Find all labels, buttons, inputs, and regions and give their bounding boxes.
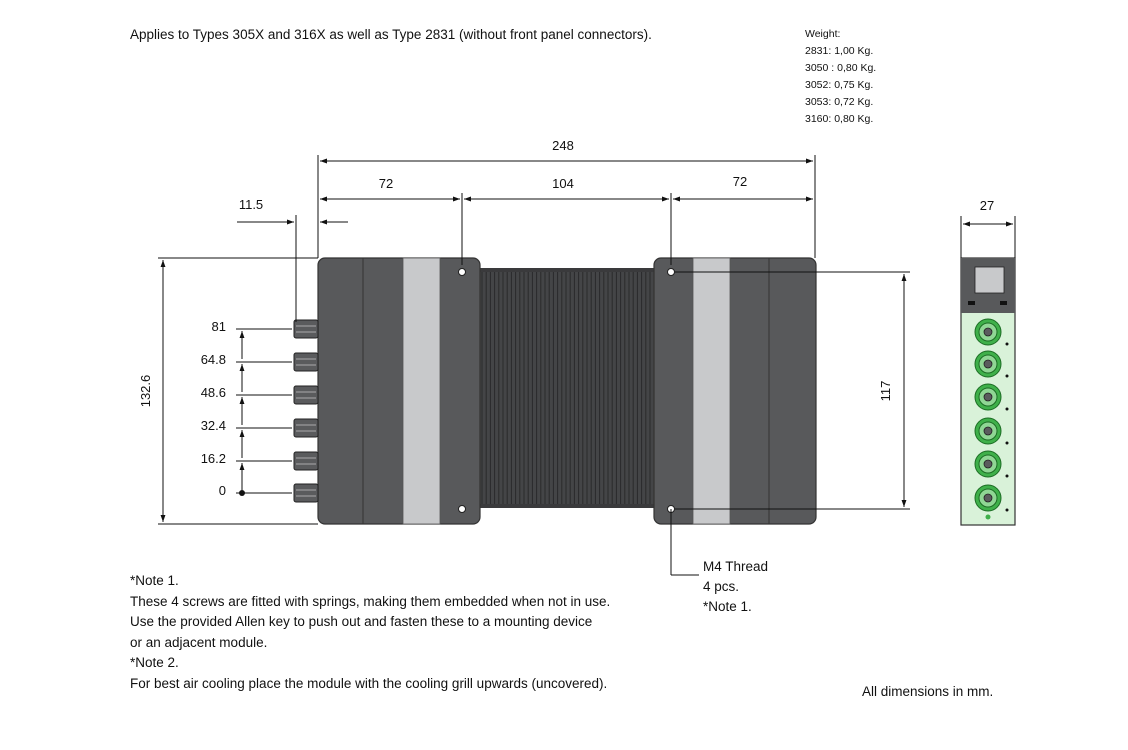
connector-body xyxy=(293,418,319,438)
position-label: 32.4 xyxy=(201,418,226,433)
left-light-panel xyxy=(402,257,441,525)
connector-body xyxy=(293,451,319,471)
units-note: All dimensions in mm. xyxy=(862,684,994,699)
grill-top-edge xyxy=(478,268,654,272)
connector-pin xyxy=(983,426,993,436)
side-width-dimension xyxy=(960,216,1016,258)
side-connectors xyxy=(974,318,1009,512)
connector-body xyxy=(293,319,319,339)
callout-line: *Note 1. xyxy=(703,599,752,614)
connector-indicator xyxy=(1005,474,1009,478)
callout-line: M4 Thread xyxy=(703,559,769,574)
side-connector xyxy=(974,383,1009,411)
dim-label-27: 27 xyxy=(980,198,994,213)
dim-label-248: 248 xyxy=(552,138,574,153)
connector-body xyxy=(293,483,319,503)
side-display-window xyxy=(974,266,1005,294)
weight-line: 3053: 0,72 Kg. xyxy=(805,96,874,108)
connector-indicator xyxy=(1005,342,1009,346)
callout-line: 4 pcs. xyxy=(703,579,740,594)
weight-title: Weight: xyxy=(805,28,841,40)
connector-position-chain xyxy=(236,328,292,496)
dim-label-117: 117 xyxy=(878,381,893,402)
connector-body xyxy=(293,385,319,405)
note-line: *Note 2. xyxy=(130,655,179,670)
side-connector xyxy=(974,450,1009,478)
right-top-screw xyxy=(667,268,675,276)
position-label: 48.6 xyxy=(201,385,226,400)
connector xyxy=(293,352,319,372)
weight-line: 3052: 0,75 Kg. xyxy=(805,79,874,91)
grill-bottom-edge xyxy=(478,504,654,508)
connector-pin xyxy=(983,459,993,469)
height-dimension xyxy=(158,257,318,525)
right-light-panel xyxy=(692,257,731,525)
connector-pin xyxy=(983,359,993,369)
dim-label-72-left: 72 xyxy=(379,176,393,191)
grill-fins xyxy=(481,272,651,504)
weight-list: Weight: 2831: 1,00 Kg. 3050 : 0,80 Kg. 3… xyxy=(805,26,876,128)
connector xyxy=(293,483,319,503)
weight-line: 3160: 0,80 Kg. xyxy=(805,113,874,125)
side-connector xyxy=(974,318,1009,346)
module-front-view xyxy=(317,257,817,525)
note-line: *Note 1. xyxy=(130,573,179,588)
connector-body xyxy=(293,352,319,372)
side-connector xyxy=(974,484,1009,512)
dim-label-72-right: 72 xyxy=(733,174,747,189)
left-bottom-screw xyxy=(458,505,466,513)
connector-pin xyxy=(983,392,993,402)
connector-indicator xyxy=(1005,508,1009,512)
side-led-right xyxy=(1000,301,1007,305)
side-connector xyxy=(974,417,1009,445)
chain-origin-dot xyxy=(239,490,245,496)
note-line: These 4 screws are fitted with springs, … xyxy=(130,593,611,609)
position-label: 81 xyxy=(212,319,226,334)
position-label: 0 xyxy=(219,483,226,498)
connector xyxy=(293,451,319,471)
connector-pin xyxy=(983,327,993,337)
note-line: or an adjacent module. xyxy=(130,634,268,650)
right-housing xyxy=(653,257,817,525)
connector-indicator xyxy=(1005,374,1009,378)
position-label: 64.8 xyxy=(201,352,226,367)
applies-note: Applies to Types 305X and 316X as well a… xyxy=(130,27,652,42)
left-housing xyxy=(317,257,481,525)
connector-indicator xyxy=(1005,407,1009,411)
connector xyxy=(293,319,319,339)
position-label: 16.2 xyxy=(201,451,226,466)
side-bottom-indicator xyxy=(985,514,991,520)
connector-pin xyxy=(983,493,993,503)
weight-line: 3050 : 0,80 Kg. xyxy=(805,62,877,74)
screw-spacing-dimension xyxy=(670,271,910,576)
side-connector xyxy=(974,350,1009,378)
note-line: For best air cooling place the module wi… xyxy=(130,675,608,691)
note-line: Use the provided Allen key to push out a… xyxy=(130,614,593,629)
left-top-screw xyxy=(458,268,466,276)
top-dimensions xyxy=(237,155,816,322)
connector-indicator xyxy=(1005,441,1009,445)
connector xyxy=(293,385,319,405)
connector-position-labels: 81 64.8 48.6 32.4 16.2 0 xyxy=(201,319,226,498)
dim-label-11-5: 11.5 xyxy=(239,197,263,212)
connector xyxy=(293,418,319,438)
module-side-view xyxy=(960,257,1016,526)
dim-label-132-6: 132.6 xyxy=(138,375,153,408)
front-connectors xyxy=(293,319,319,503)
weight-line: 2831: 1,00 Kg. xyxy=(805,45,874,57)
m4-thread-callout: M4 Thread 4 pcs. *Note 1. xyxy=(703,557,768,617)
side-led-left xyxy=(968,301,975,305)
notes-block: *Note 1. These 4 screws are fitted with … xyxy=(130,571,610,694)
dim-label-104: 104 xyxy=(552,176,574,191)
